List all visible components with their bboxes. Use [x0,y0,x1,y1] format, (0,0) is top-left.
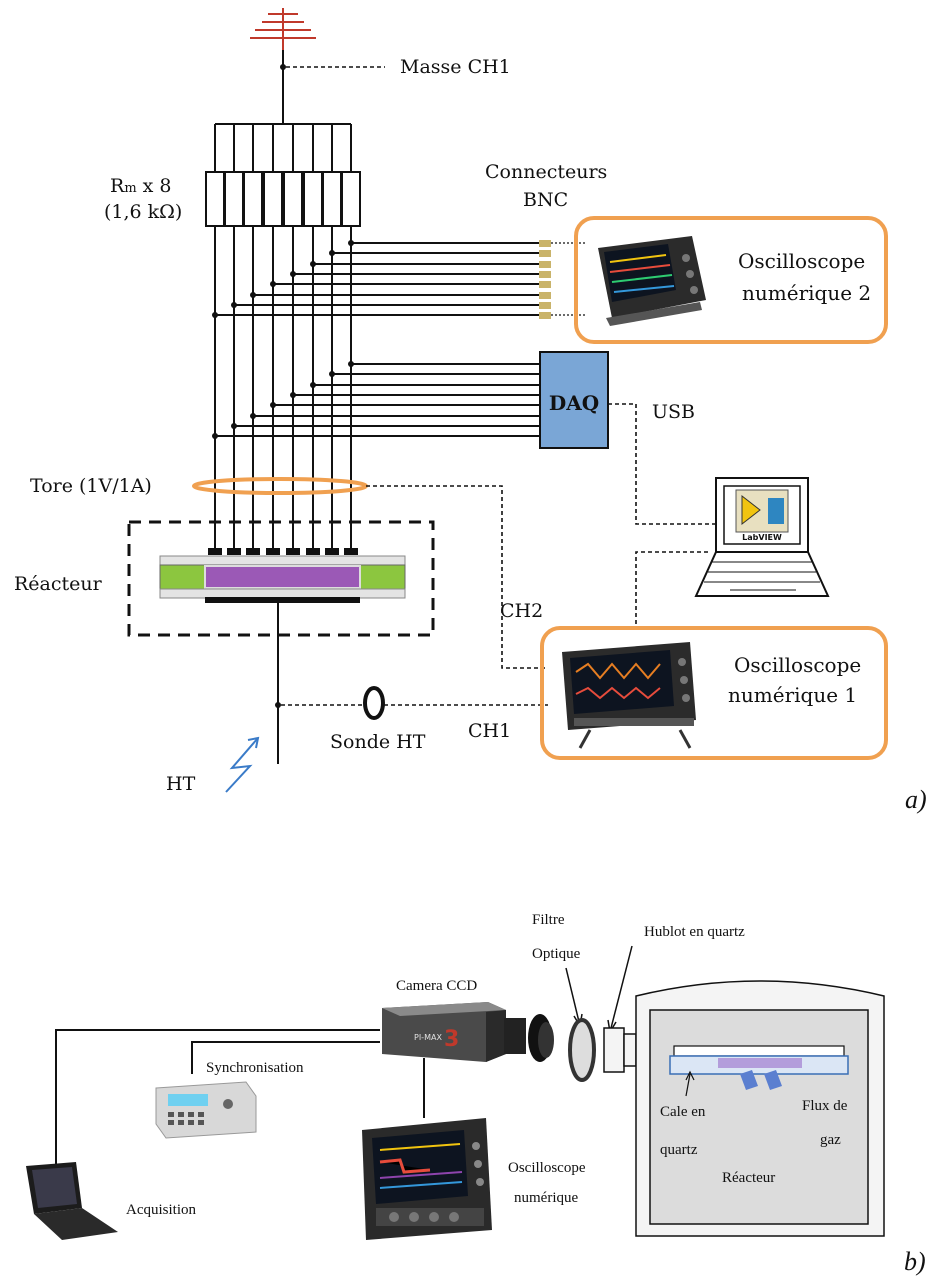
connecteurs-label: Connecteurs [485,161,607,183]
resistor [224,124,244,550]
oscilloscope-2-icon [598,236,706,326]
osc-b-line1: Oscilloscope [508,1160,586,1176]
camera-number: 3 [444,1027,459,1052]
flux-label: Flux de [802,1098,848,1114]
reactor-bottom-plate [159,588,406,599]
sonde-ht-icon [363,686,385,720]
hublot-label: Hublot en quartz [644,924,745,940]
tore-coil [192,477,368,495]
ht-arrow-icon [225,736,260,793]
synchro-label: Synchronisation [206,1060,304,1076]
ch1-label: CH1 [468,720,511,742]
bnc-label: BNC [523,189,568,211]
resistor [243,124,263,550]
daq-box [539,351,609,449]
osc2-line1: Oscilloscope [738,249,865,273]
resistor [283,124,303,550]
daq-label: DAQ [549,391,599,415]
camera-brand: PI-MAX [414,1033,442,1042]
panel-a: Masse CH1 Rm x 8 (1,6 kΩ) [14,8,927,814]
resistor-bank [205,124,361,550]
tore-label: Tore (1V/1A) [30,475,152,497]
oscilloscope-b-icon [362,1118,492,1240]
reactor-top-plate [159,555,406,566]
ch2-label: CH2 [500,600,543,622]
reacteur-label: Réacteur [14,573,103,595]
cale-label: Cale en [660,1104,706,1120]
laptop-labview: LabVIEW [694,477,830,597]
panel-b: Filtre Optique Hublot en quartz Camera C… [26,912,926,1276]
acquisition-label: Acquisition [126,1202,196,1218]
oscilloscope-2-frame [574,216,888,344]
daq-wires [212,361,540,439]
reactor-ground-electrode [205,597,360,603]
oscilloscope-1-frame [540,626,888,760]
camera-label: Camera CCD [396,978,477,994]
sonde-label: Sonde HT [330,731,426,753]
gas-flux-icon [740,1070,782,1090]
panel-b-tag: b) [904,1247,926,1276]
reactor-electrodes [208,548,358,555]
osc1-line1: Oscilloscope [734,653,861,677]
reactor-plasma [204,565,361,589]
resistor [263,124,283,550]
filtre-label: Filtre [532,912,565,928]
quartz-label: quartz [660,1142,698,1158]
bnc-wires [212,240,540,318]
resistor [341,124,361,550]
ccd-camera-icon: PI-MAX 3 [382,1002,554,1062]
osc1-line2: numérique 1 [728,683,857,707]
resistor [205,124,225,550]
rm-value-label: (1,6 kΩ) [104,201,182,223]
function-generator-icon [155,1081,257,1139]
ht-label: HT [166,773,196,795]
optical-filter-icon [568,1018,596,1082]
ground-symbol [250,8,316,50]
acquisition-laptop-icon [26,1162,118,1240]
osc2-line2: numérique 2 [742,281,871,305]
reacteur-b-label: Réacteur [722,1170,775,1186]
masse-label: Masse CH1 [400,56,511,78]
bnc-connectors [539,240,551,319]
usb-label: USB [652,401,695,423]
labview-label: LabVIEW [742,533,782,542]
reactor-frame [127,520,435,637]
panel-a-tag: a) [905,785,927,814]
gaz-label: gaz [820,1132,841,1148]
rm-label: Rm x 8 [110,175,172,197]
optique-label: Optique [532,946,581,962]
resistor [322,124,342,550]
osc-b-line2: numérique [514,1190,578,1206]
oscilloscope-1-icon [562,642,696,749]
quartz-window-icon [603,1027,625,1073]
resistor [303,124,323,550]
